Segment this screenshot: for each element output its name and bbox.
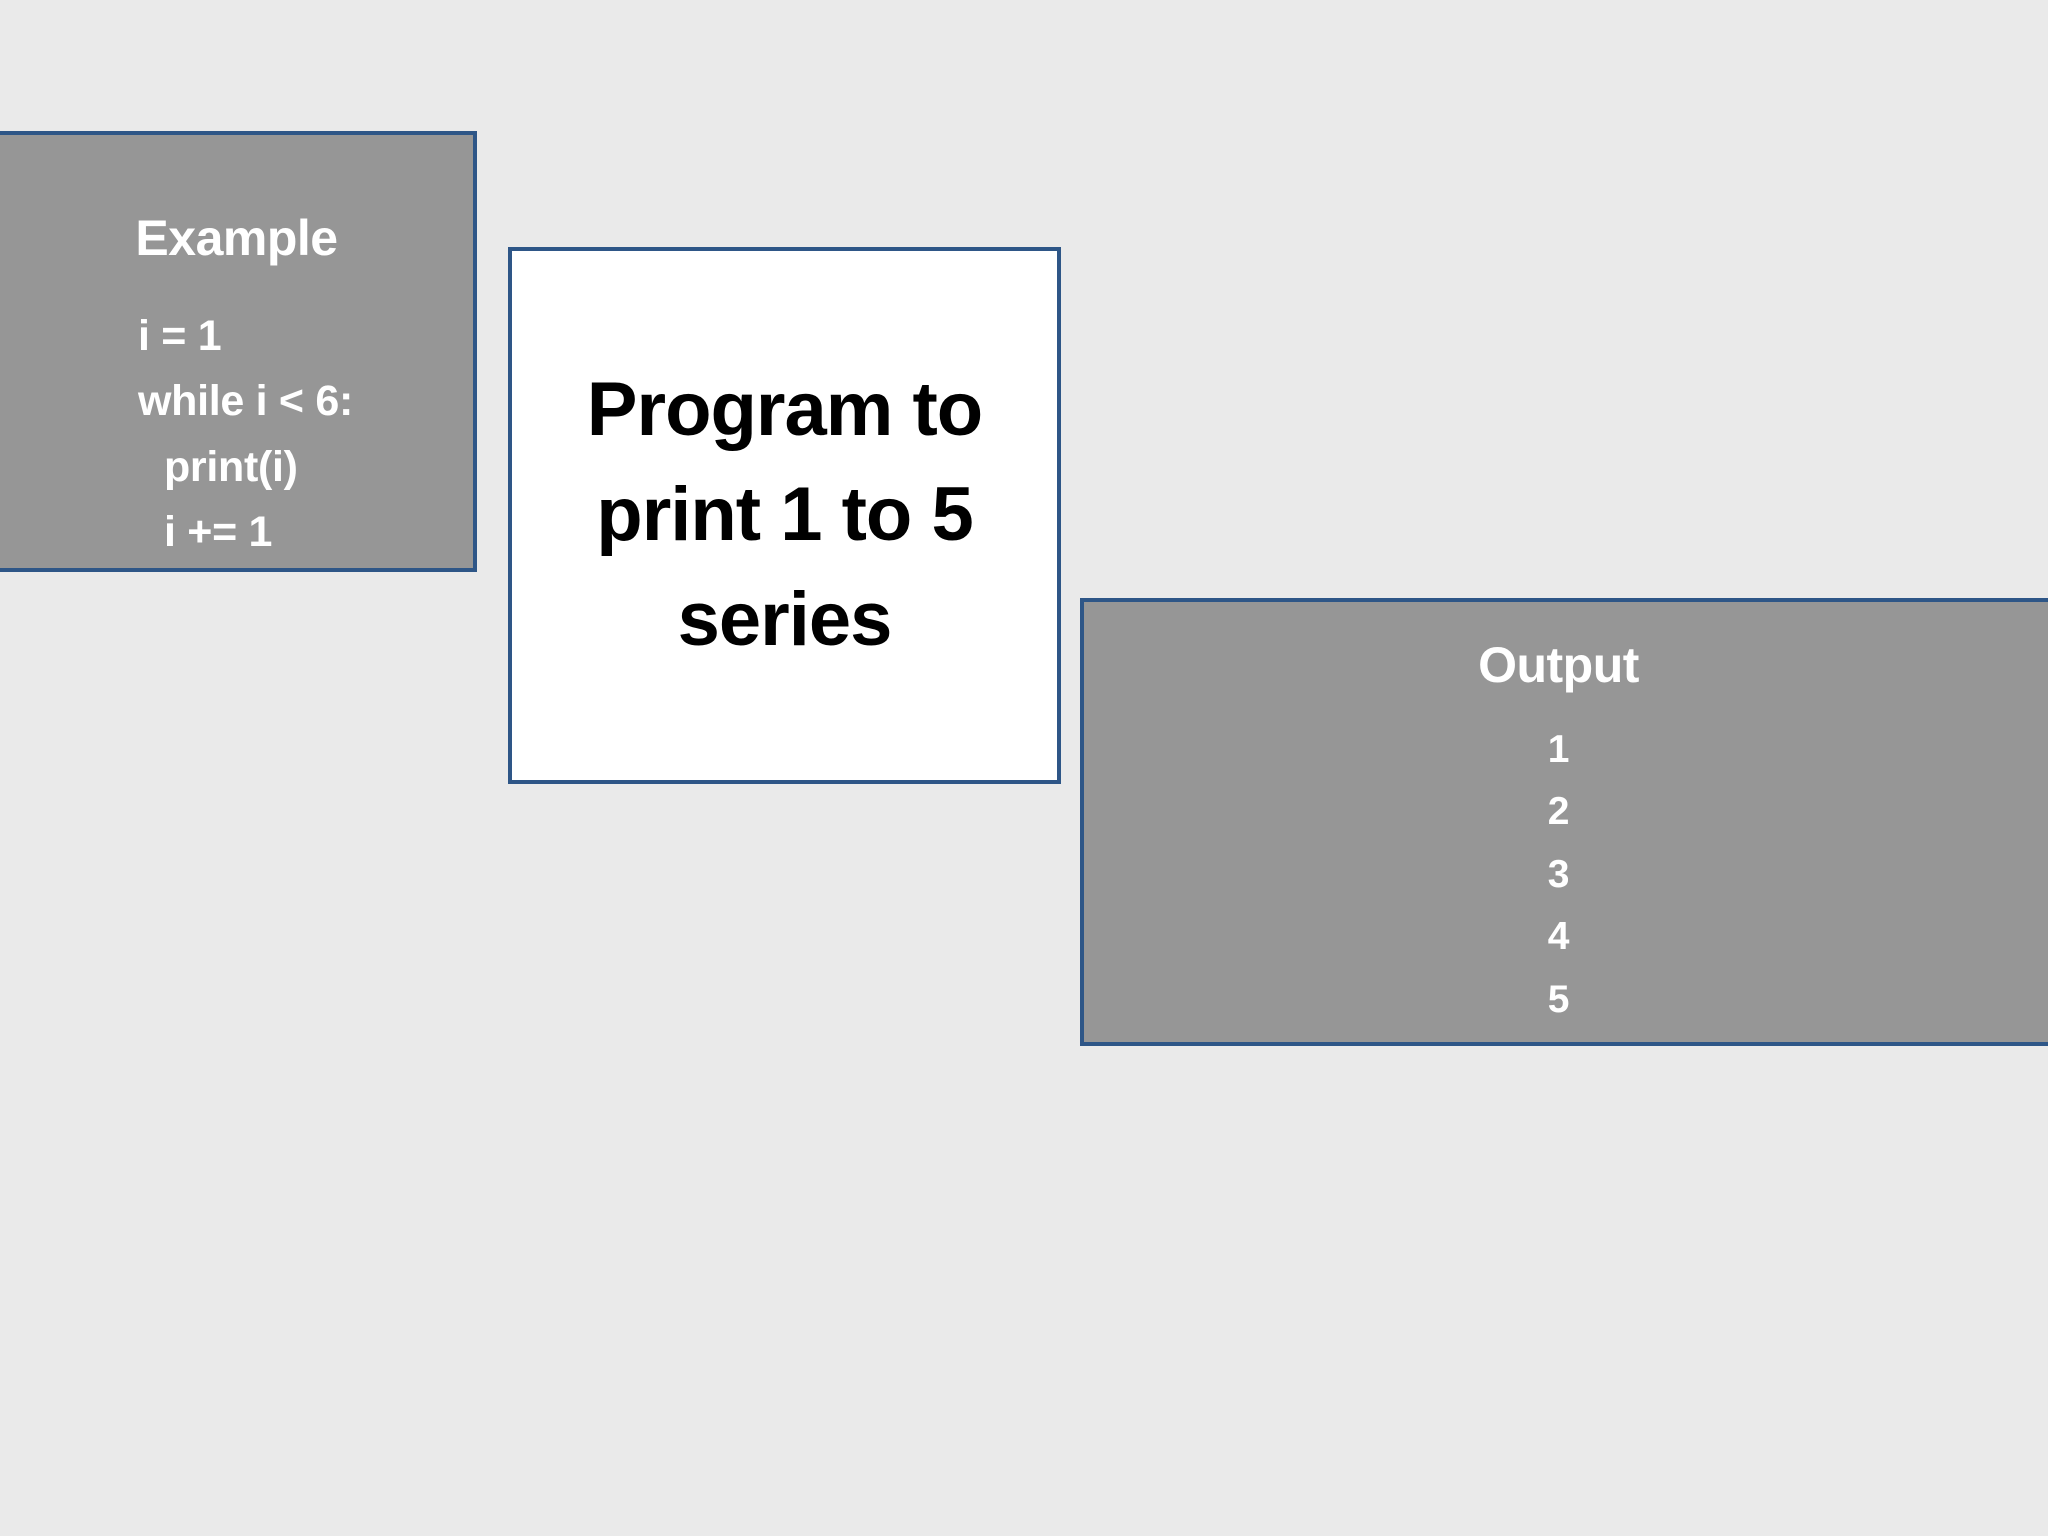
example-panel-title: Example (135, 210, 338, 266)
output-panel-title: Output (1478, 637, 1639, 693)
code-line: while i < 6: (137, 377, 354, 426)
output-value-item: 1 (1547, 728, 1570, 771)
output-panel: Output 1 2 3 4 5 (1080, 598, 2048, 1046)
program-panel: Program to print 1 to 5 series (508, 247, 1061, 784)
code-line: print(i) (163, 442, 298, 491)
output-value-item: 5 (1547, 977, 1570, 1021)
output-value-item: 4 (1547, 915, 1570, 959)
example-panel: Example i = 1 while i < 6: print(i) i +=… (0, 131, 477, 572)
code-line: i += 1 (163, 508, 273, 557)
output-value-item: 3 (1547, 852, 1570, 896)
output-value-list: 1 2 3 4 5 (1547, 719, 1570, 1031)
example-code-block: i = 1 while i < 6: print(i) i += 1 (120, 304, 353, 565)
output-value-item: 2 (1547, 790, 1570, 834)
program-panel-title: Program to print 1 to 5 series (586, 367, 983, 662)
code-line: i = 1 (137, 312, 222, 360)
